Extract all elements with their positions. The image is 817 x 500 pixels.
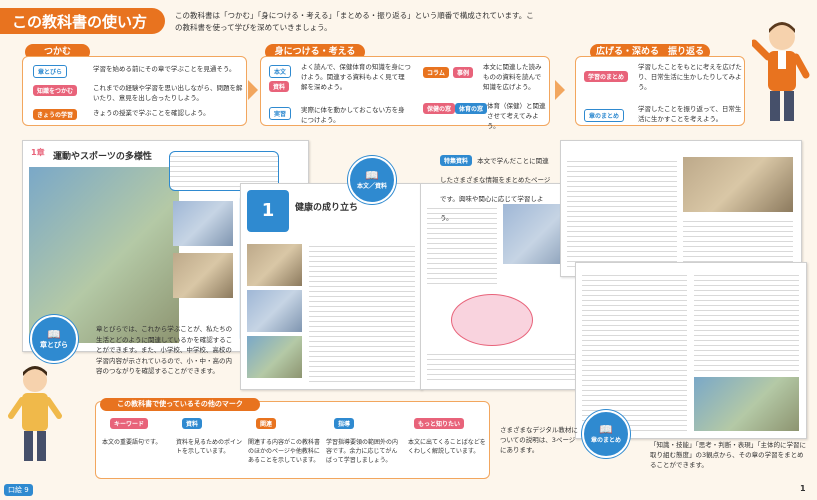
book-icon: 📖: [599, 423, 613, 436]
tag-shiryo: 資料: [269, 81, 290, 92]
tokushu-callout: 特集資料 本文で学んだことに関連したさまざまな情報をまとめたページです。興味や関…: [440, 148, 555, 224]
hirogeru-desc-1: 学習したことをもとに考えを広げたり、日常生活に生かしたりしてみよう。: [638, 63, 742, 91]
tsukamu-desc-3: きょうの授業で学ぶことを確認しよう。: [93, 109, 210, 117]
label-honbun: 📖 本文／資料: [348, 156, 396, 204]
tag-chishiki: 知識をつかむ: [33, 85, 78, 96]
lesson-illustration-3: [247, 336, 302, 378]
shotobira-description: 章とびらでは、これから学ぶことが、私たちの生活とどのように関連しているかを確認す…: [96, 325, 233, 375]
tag-tokushu: 特集資料: [440, 155, 473, 166]
other-marks-title: この教科書で使っているその他のマーク: [100, 398, 260, 411]
tag-shotobira: 章とびら: [33, 65, 68, 78]
mark-kanren-desc: 関連する内容がこの教科書のほかのページや他教科にあることを示しています。: [248, 439, 321, 464]
mark-motto-desc: 本文に出てくることばなどをくわしく解説しています。: [408, 439, 486, 455]
student-illustration: [8, 366, 62, 461]
tag-hoken-window: 保健の窓: [423, 103, 456, 114]
honbun-left-page: 1 健康の成り立ち: [240, 183, 422, 390]
matome-figure: [694, 377, 799, 431]
lesson-illustration-1: [247, 244, 302, 286]
lesson-notes: [427, 350, 577, 384]
tag-taiiku-window: 体育の窓: [455, 103, 488, 114]
arrow-right-icon: [555, 80, 565, 100]
intro-text: この教科書は「つかむ」「身につける・考える」「まとめる・振り返る」という順番で構…: [175, 11, 534, 32]
page-title: この教科書の使い方: [0, 8, 165, 34]
tokushu-illustration: [683, 157, 793, 212]
section-hirogeru: 学習のまとめ 学習したことをもとに考えを広げたり、日常生活に生かしたりしてみよう…: [575, 56, 745, 126]
motto-icon: もっと知りたい: [414, 418, 465, 429]
tag-gakushu-matome: 学習のまとめ: [584, 71, 629, 82]
minitsukeru-desc-1: よく読んで、保健体育の知識を身につけよう。関連する資料もよく見て理解を深めよう。: [301, 63, 411, 91]
book-icon: 📖: [47, 327, 61, 341]
matome-description: 「知識・技能」「思考・判断・表現」「主体的に学習に取り組む態度」の3観点から、そ…: [650, 441, 806, 469]
tokushu-page-sample: [560, 140, 802, 277]
digital-description: さまざまなデジタル教材についての説明は、3ページにあります。: [500, 426, 578, 454]
minitsukeru-desc-3: 本文に関連した読みものの資料を読んで知識を広げよう。: [483, 63, 542, 91]
mark-shiryo-desc: 資料を見るためのポイントを示しています。: [176, 439, 243, 455]
teacher-illustration: [752, 22, 810, 121]
minitsukeru-desc-4: 体育（保健）と関連させて考えてみよう。: [487, 102, 546, 130]
lesson-number: 1: [247, 190, 289, 232]
shido-icon: 指導: [334, 418, 355, 429]
tokushu-text: 本文で学んだことに関連したさまざまな情報をまとめたページです。興味や関心に応じて…: [440, 157, 551, 222]
page-number-left: 口絵 9: [4, 484, 33, 496]
tsukamu-desc-1: 学習を始める前にその章で学ぶことを見通そう。: [93, 65, 236, 73]
runner-photo: [173, 201, 233, 246]
kanren-icon: 関連: [256, 418, 277, 429]
lesson-body-text: [309, 242, 415, 382]
mark-keyword-desc: 本文の重要語句です。: [102, 439, 162, 446]
honbun-right-page: [420, 183, 587, 390]
tag-jirei: 事例: [453, 67, 474, 78]
minitsukeru-desc-2: 実際に体を動かしておこない方を身につけよう。: [301, 106, 405, 124]
keyword-icon: キーワード: [110, 418, 149, 429]
tsukamu-desc-2: これまでの経験や学習を思い出しながら、問題を解いたり、意見を出し合ったりしよう。: [93, 84, 243, 102]
lesson-text-right: [427, 204, 497, 284]
tag-sho-matome: 章のまとめ: [584, 109, 625, 122]
lesson-illustration-2: [247, 290, 302, 332]
page-number-right: 1: [800, 484, 806, 493]
lesson-diagram: [451, 294, 533, 346]
sports-photo: [173, 253, 233, 298]
chapter-number: 1章: [31, 148, 45, 157]
arrow-right-icon: [248, 80, 258, 100]
book-icon: 📖: [365, 169, 379, 182]
section-tsukamu: 章とびら 学習を始める前にその章で学ぶことを見通そう。 知識をつかむ これまでの…: [22, 56, 247, 126]
tag-kyou: きょうの学習: [33, 109, 78, 120]
label-matome: 📖 章のまとめ: [582, 410, 630, 458]
lesson-title: 健康の成り立ち: [295, 203, 359, 213]
label-shotobira: 📖 章とびら: [30, 315, 78, 363]
marathon-photo: [29, 167, 179, 343]
other-marks-box: 本文の重要語句です。 資料を見るためのポイントを示しています。 関連する内容がこ…: [95, 401, 490, 479]
tag-column: コラム: [423, 67, 449, 78]
tag-jisshu: 実習: [269, 107, 292, 120]
mark-shido-desc: 学習指導要領の範囲外の内容です。余力に応じてがんばって学習しましょう。: [326, 439, 399, 464]
shiryo-icon: 資料: [182, 418, 203, 429]
section-minitsukeru: 本文 資料 よく読んで、保健体育の知識を身につけよう。関連する資料もよく見て理解…: [260, 56, 550, 130]
hirogeru-desc-2: 学習したことを振り返って、日常生活に生かすことを考えよう。: [638, 105, 742, 123]
chapter-title: 運動やスポーツの多様性: [53, 152, 152, 162]
matome-page-sample: [575, 262, 807, 439]
tag-honbun: 本文: [269, 65, 292, 78]
